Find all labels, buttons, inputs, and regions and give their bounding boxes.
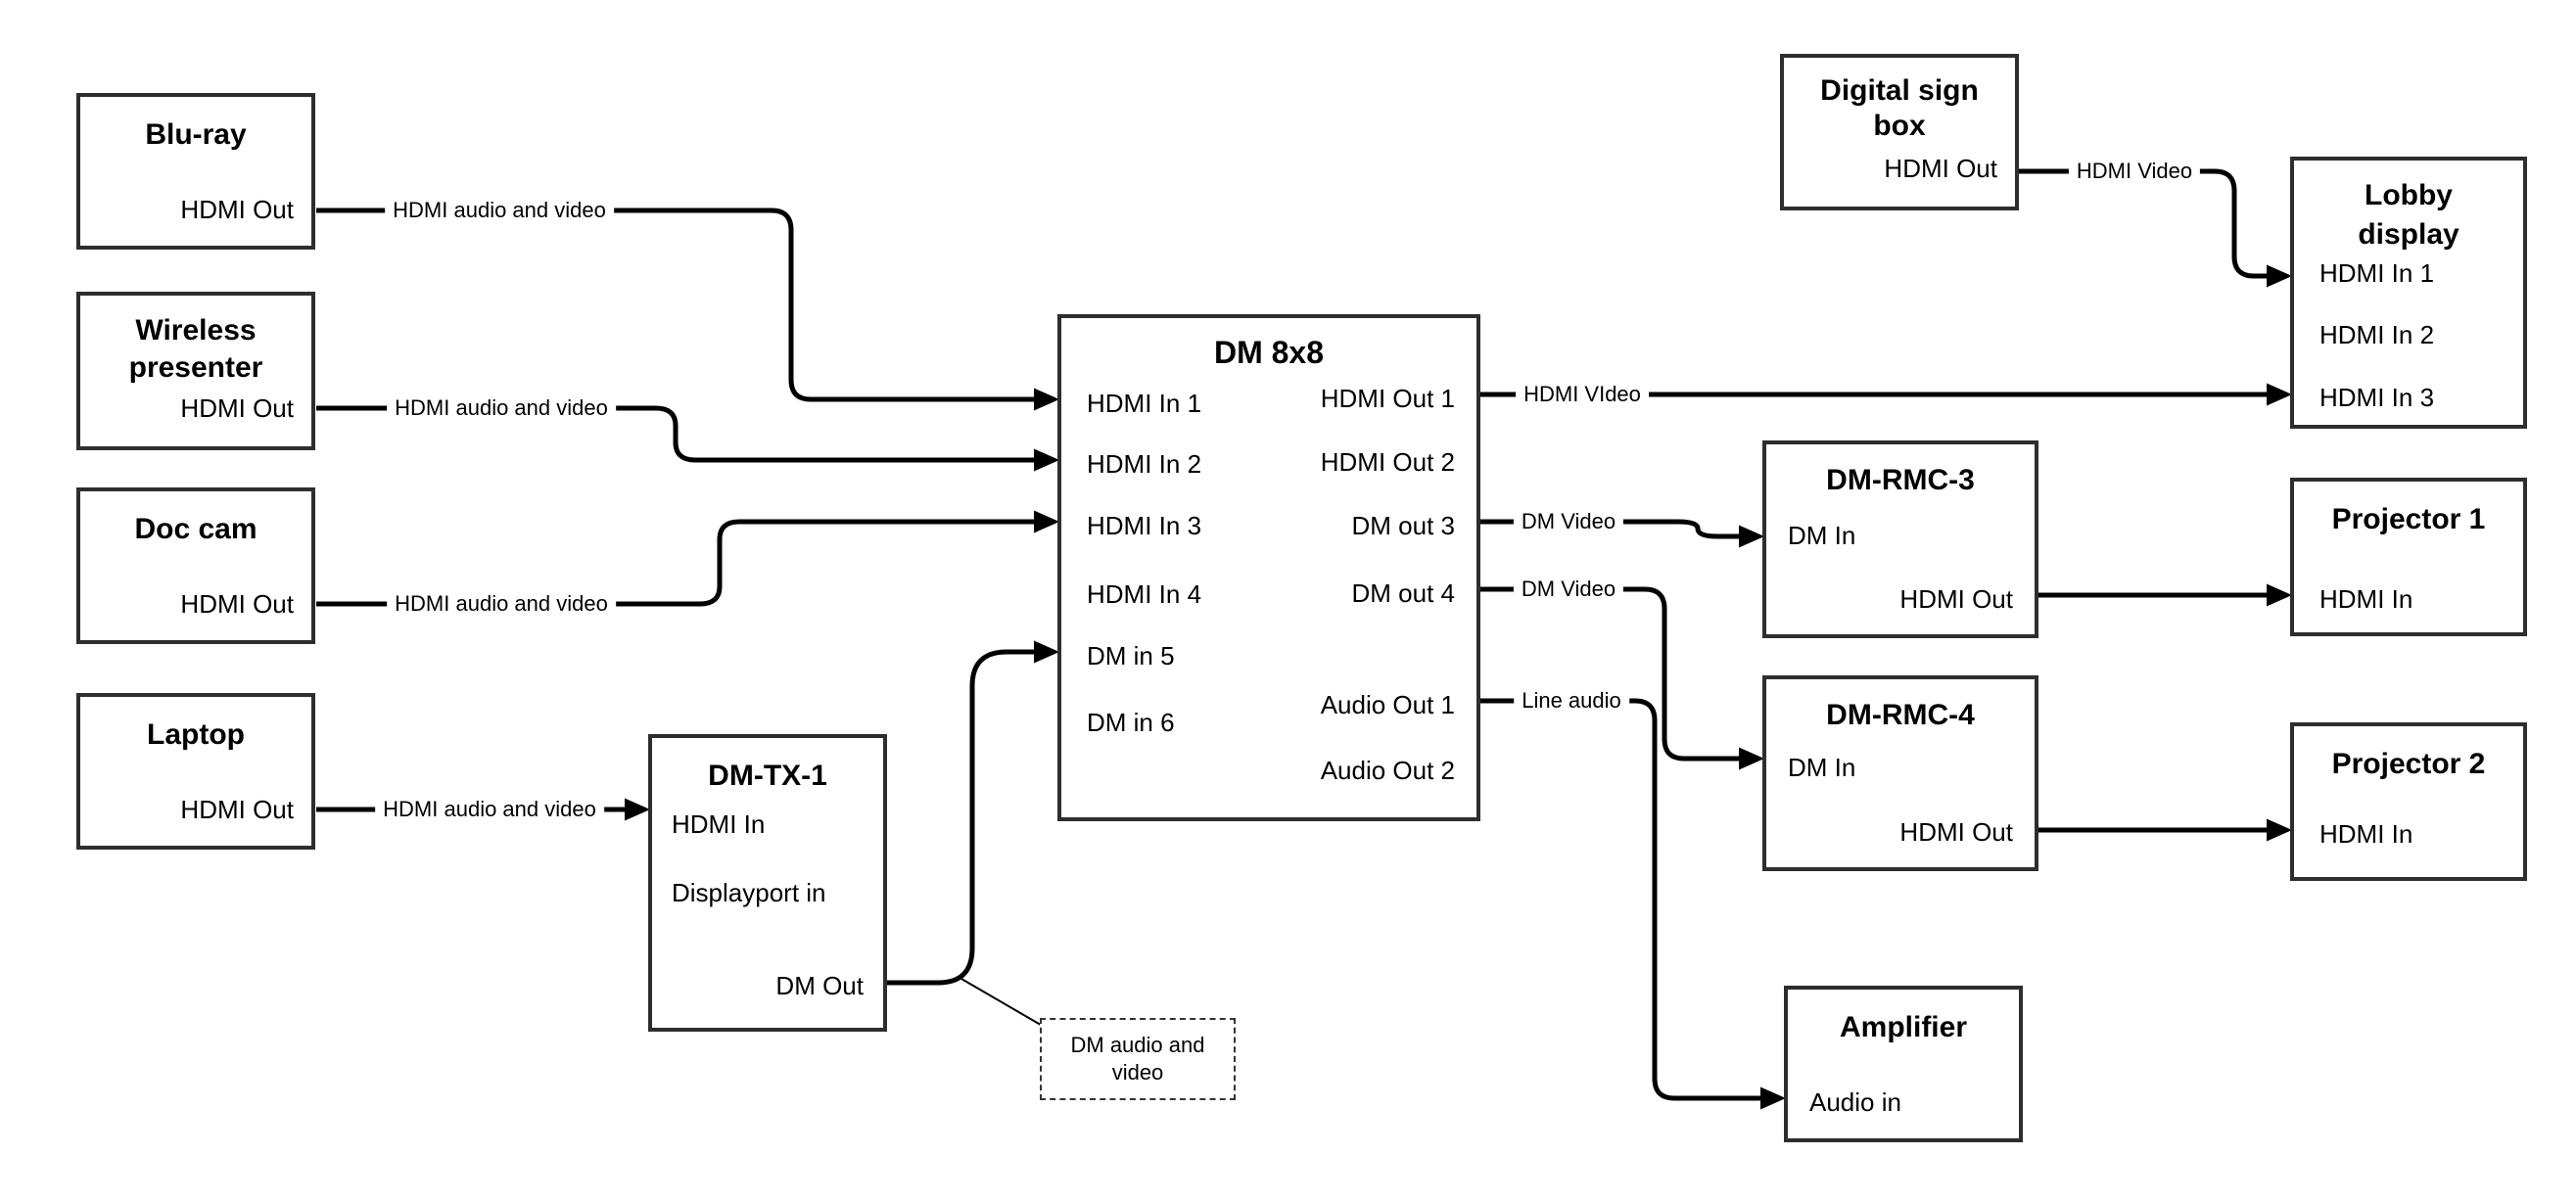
- node-lobby-display: Lobby display HDMI In 1 HDMI In 2 HDMI I…: [2290, 157, 2527, 429]
- port-hdmi-out: HDMI Out: [180, 795, 294, 824]
- port-dm-out-4: DM out 4: [1351, 578, 1456, 608]
- wire-label-wireless: HDMI audio and video: [387, 395, 616, 421]
- node-projector-1: Projector 1 HDMI In: [2290, 478, 2527, 636]
- arrowhead-hdmi-in-1: [1034, 388, 1059, 411]
- port-hdmi-out: HDMI Out: [180, 195, 294, 224]
- node-amplifier: Amplifier Audio in: [1784, 986, 2023, 1142]
- node-title: DM 8x8: [1213, 335, 1325, 370]
- port-dm-in: DM In: [1788, 521, 1856, 550]
- port-hdmi-out: HDMI Out: [1899, 817, 2013, 847]
- wire-label-hdmi-video-out1: HDMI VIdeo: [1516, 382, 1649, 407]
- port-displayport-in: Displayport in: [672, 878, 826, 907]
- wire-doccam-to-hdmi-in-3: [316, 519, 1042, 607]
- node-title: Lobby display: [2358, 179, 2459, 251]
- port-hdmi-in: HDMI In: [672, 809, 766, 839]
- port-hdmi-in-3: HDMI In 3: [1087, 511, 1202, 540]
- port-audio-in: Audio in: [1809, 1087, 1901, 1117]
- port-dm-out-3: DM out 3: [1351, 511, 1456, 540]
- node-dm-tx-1: DM-TX-1 HDMI In Displayport in DM Out: [648, 734, 887, 1032]
- port-hdmi-in-3: HDMI In 3: [2319, 383, 2435, 412]
- wire-audio-out-1-to-amplifier: [1478, 698, 1768, 1101]
- node-digital-sign-box: Digital sign box HDMI Out: [1780, 54, 2019, 210]
- port-hdmi-out: HDMI Out: [1899, 584, 2013, 614]
- port-dm-in: DM In: [1788, 753, 1856, 782]
- arrowhead-amplifier-audio-in: [1760, 1086, 1786, 1110]
- node-doc-cam: Doc cam HDMI Out: [76, 487, 315, 644]
- node-title: Amplifier: [1839, 1011, 1968, 1043]
- port-hdmi-in: HDMI In: [2319, 819, 2413, 849]
- node-title: DM-TX-1: [708, 760, 827, 792]
- arrowhead-dm-in-5: [1034, 640, 1059, 664]
- node-projector-2: Projector 2 HDMI In: [2290, 722, 2527, 881]
- wire-dmtx1-to-dm-in-5: [885, 649, 1042, 986]
- node-title: Projector 1: [2331, 503, 2486, 535]
- wire-dm-out-4-to-rmc4: [1478, 586, 1747, 762]
- port-hdmi-out: HDMI Out: [180, 589, 294, 619]
- port-hdmi-in-1: HDMI In 1: [1087, 389, 1202, 418]
- port-hdmi-in-2: HDMI In 2: [1087, 449, 1202, 479]
- node-dm-8x8: DM 8x8 HDMI In 1 HDMI In 2 HDMI In 3 HDM…: [1057, 314, 1480, 821]
- port-hdmi-out: HDMI Out: [180, 393, 294, 423]
- port-audio-out-1: Audio Out 1: [1320, 690, 1455, 719]
- wire-label-line-audio: Line audio: [1514, 688, 1629, 714]
- node-blu-ray: Blu-ray HDMI Out: [76, 93, 315, 250]
- node-dm-rmc-3: DM-RMC-3 DM In HDMI Out: [1762, 440, 2038, 638]
- wire-dm-out-3-to-rmc3: [1478, 519, 1747, 539]
- wire-sign-to-lobby: [2017, 168, 2274, 279]
- port-audio-out-2: Audio Out 2: [1320, 756, 1455, 785]
- wire-label-dm-video-3: DM Video: [1513, 509, 1624, 534]
- node-title: Blu-ray: [145, 118, 247, 151]
- arrowhead-projector1-hdmi-in: [2267, 583, 2292, 607]
- port-dm-in-5: DM in 5: [1087, 641, 1175, 670]
- wire-label-laptop: HDMI audio and video: [375, 797, 604, 822]
- port-hdmi-in-1: HDMI In 1: [2319, 258, 2435, 288]
- arrowhead-rmc3-dm-in: [1739, 525, 1764, 548]
- wire-label-doccam: HDMI audio and video: [387, 591, 616, 617]
- port-hdmi-in-2: HDMI In 2: [2319, 320, 2435, 349]
- arrowhead-rmc4-dm-in: [1739, 747, 1764, 770]
- wire-bluray-to-hdmi-in-1: [316, 208, 1042, 402]
- annotation-text: DM audio and video: [1070, 1033, 1205, 1085]
- wire-label-sign-hdmi-video: HDMI Video: [2068, 159, 2201, 184]
- wire-label-dm-video-4: DM Video: [1513, 577, 1624, 602]
- node-title: Wireless presenter: [128, 314, 263, 384]
- arrowhead-projector2-hdmi-in: [2267, 818, 2292, 842]
- arrowhead-lobby-hdmi-in-3: [2267, 383, 2292, 406]
- port-hdmi-in: HDMI In: [2319, 584, 2413, 614]
- annotation-dm-audio-video: DM audio and video: [1040, 1018, 1236, 1100]
- node-title: Digital sign box: [1820, 74, 1979, 142]
- port-hdmi-out-1: HDMI Out 1: [1320, 384, 1455, 413]
- node-laptop: Laptop HDMI Out: [76, 693, 315, 850]
- arrowhead-lobby-hdmi-in-1: [2267, 264, 2292, 288]
- wire-wireless-to-hdmi-in-2: [316, 405, 1042, 463]
- node-title: DM-RMC-3: [1826, 464, 1975, 496]
- arrowhead-hdmi-in-2: [1034, 448, 1059, 472]
- node-title: Projector 2: [2331, 748, 2486, 780]
- port-hdmi-out-2: HDMI Out 2: [1320, 447, 1455, 477]
- node-title: Doc cam: [134, 513, 258, 545]
- wire-label-bluray: HDMI audio and video: [385, 198, 614, 223]
- annotation-callout-line: [960, 978, 1047, 1029]
- node-title: DM-RMC-4: [1826, 699, 1975, 731]
- arrowhead-dmtx1-hdmi-in: [625, 798, 650, 821]
- node-dm-rmc-4: DM-RMC-4 DM In HDMI Out: [1762, 675, 2038, 871]
- port-hdmi-out: HDMI Out: [1884, 154, 1997, 183]
- port-dm-out: DM Out: [775, 971, 864, 1000]
- node-wireless-presenter: Wireless presenter HDMI Out: [76, 292, 315, 450]
- port-hdmi-in-4: HDMI In 4: [1087, 579, 1202, 609]
- node-title: Laptop: [147, 718, 245, 751]
- arrowhead-hdmi-in-3: [1034, 510, 1059, 533]
- port-dm-in-6: DM in 6: [1087, 708, 1175, 737]
